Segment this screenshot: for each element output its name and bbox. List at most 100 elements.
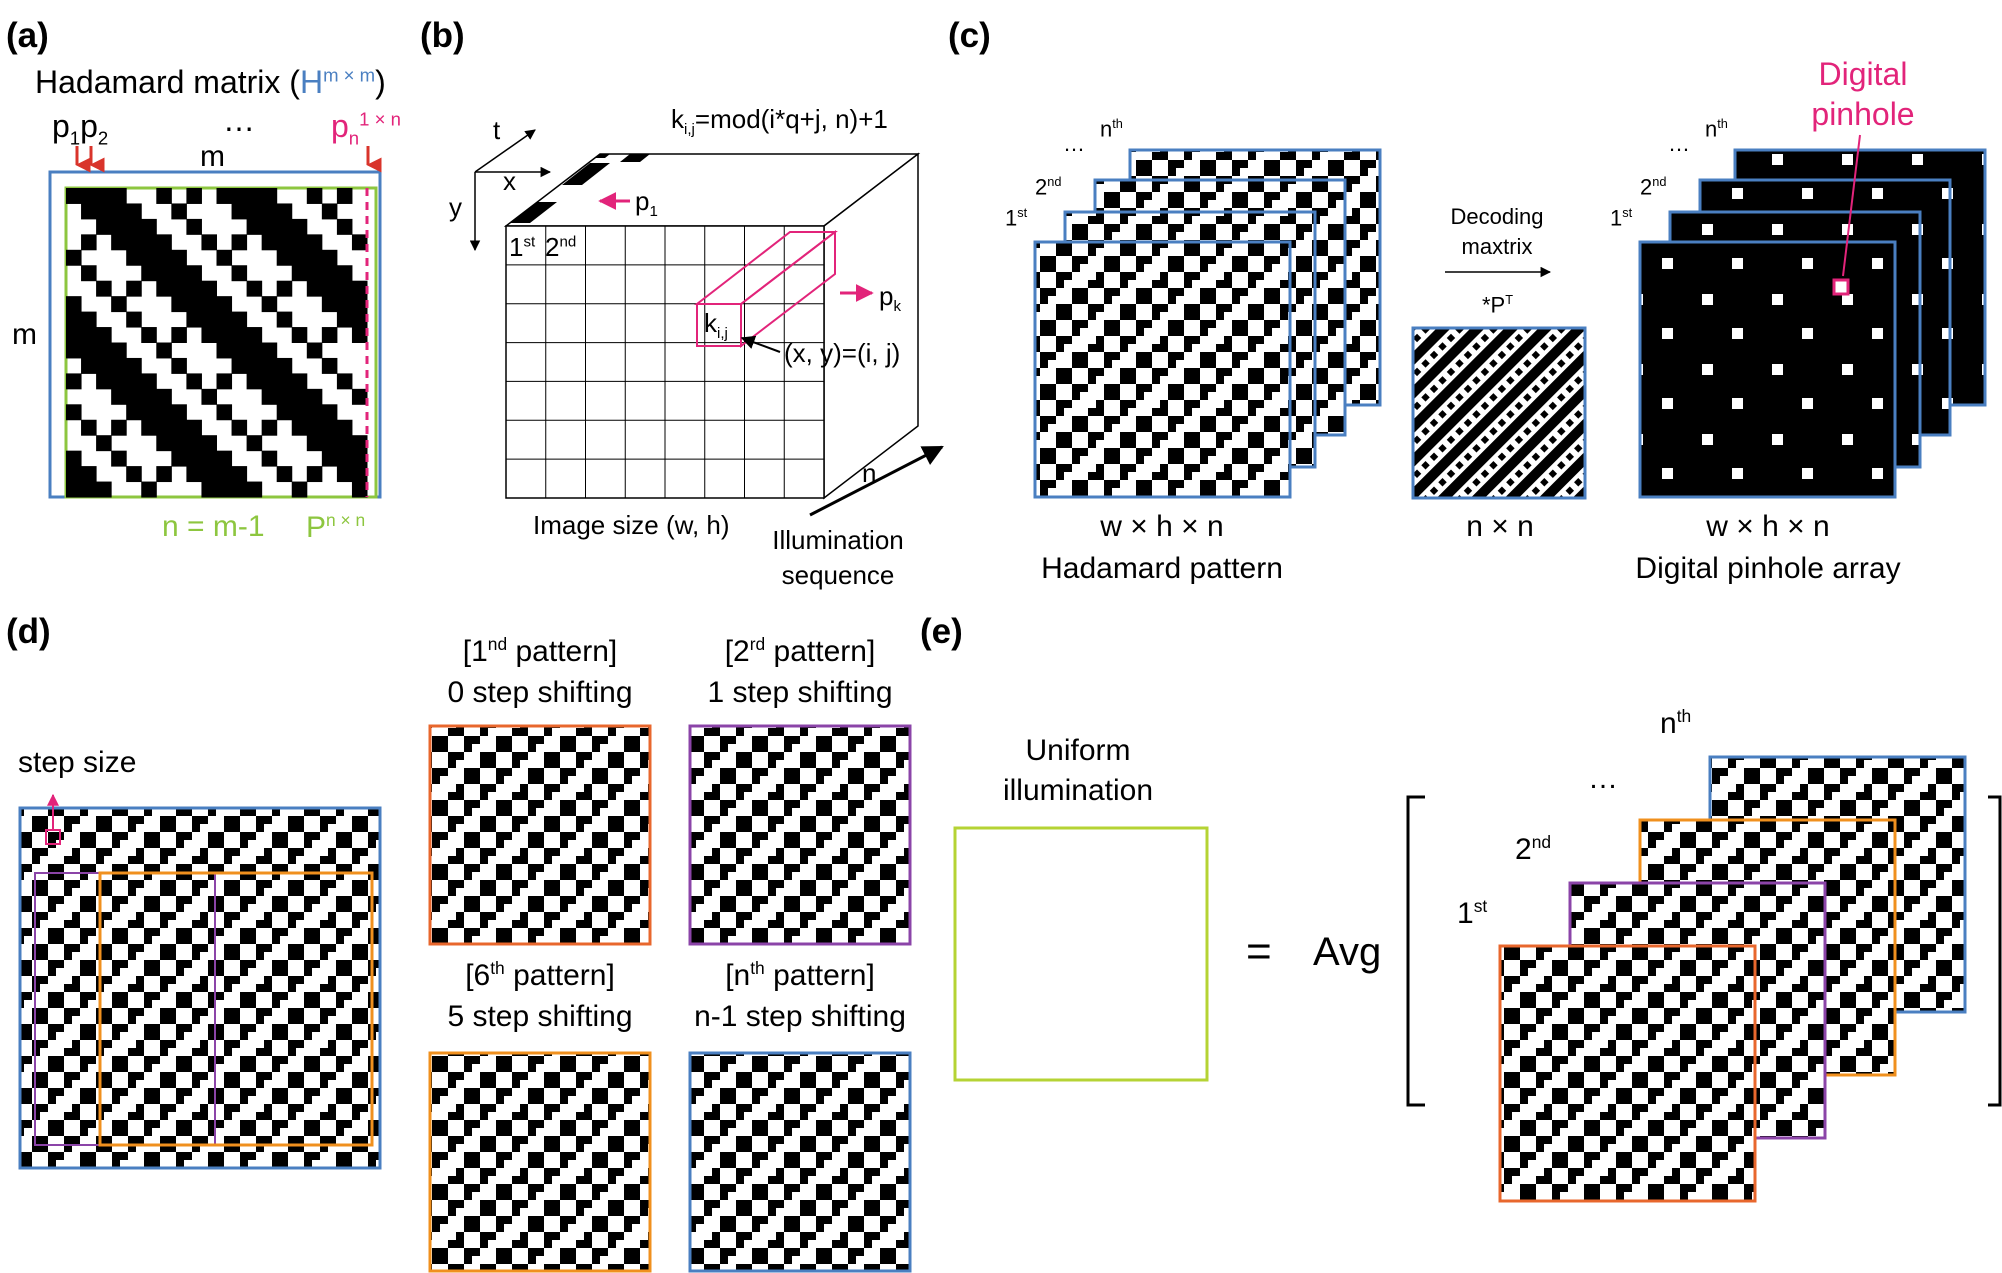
matrix-cell <box>156 188 172 204</box>
c-second-label: 2nd <box>1035 174 1062 200</box>
matrix-cell <box>81 466 97 483</box>
matrix-cell <box>246 203 263 220</box>
pt-label: *PT <box>1482 292 1514 316</box>
matrix-cell <box>216 404 233 421</box>
matrix-cell <box>81 357 97 374</box>
matrix-cell <box>231 265 248 282</box>
matrix-cell <box>261 419 278 436</box>
first-text: 1 <box>509 232 524 262</box>
matrix-cell <box>306 280 323 297</box>
matrix-cell <box>306 188 323 204</box>
second-cell-label: 2nd <box>545 234 576 260</box>
matrix-cell <box>81 188 97 204</box>
matrix-cell <box>246 373 263 390</box>
matrix-cell <box>246 218 263 235</box>
matrix-cell <box>291 218 308 235</box>
e-first-label: 1st <box>1457 897 1487 929</box>
matrix-cell <box>156 280 172 297</box>
matrix-cell <box>141 327 157 343</box>
matrix-cell <box>216 466 233 483</box>
matrix-cell <box>246 188 263 204</box>
b-p1-text: p <box>635 186 650 216</box>
matrix-cell <box>336 218 353 235</box>
p6-a: [6 <box>465 959 491 992</box>
matrix-cell <box>276 388 293 405</box>
pattern-2-title: [2rd pattern] <box>725 634 876 667</box>
matrix-cell <box>186 373 202 390</box>
uniform-illumination-box <box>953 826 1209 1082</box>
matrix-cell <box>231 203 248 220</box>
matrix-cell <box>276 466 293 483</box>
pn-sup: th <box>750 958 765 978</box>
matrix-cell <box>126 466 142 483</box>
xy-coordinate-label: (x, y)=(i, j) <box>784 338 901 368</box>
matrix-cell <box>276 234 293 251</box>
formula-rest: =mod(i*q+j, n)+1 <box>694 104 888 134</box>
matrix-cell <box>321 296 338 313</box>
illumination-label-e: illumination <box>1002 774 1154 807</box>
first-sup: st <box>523 233 536 251</box>
matrix-cell <box>201 481 217 498</box>
c-nth-right-label: nth <box>1705 117 1728 140</box>
matrix-cell <box>261 388 278 405</box>
panel-e-graphic <box>953 755 2002 1203</box>
matrix-cell <box>96 373 112 390</box>
matrix-cell <box>321 404 338 421</box>
m-left-label: m <box>12 318 37 351</box>
pn-label: pn1 × n <box>331 110 401 148</box>
c-second-text: 2 <box>1035 174 1048 200</box>
matrix-cell <box>81 327 97 343</box>
matrix-cell <box>126 373 142 390</box>
diagonal-band-pattern <box>66 188 368 498</box>
panel-a-graphic <box>48 146 382 499</box>
pn-text: p <box>331 108 349 144</box>
matrix-cell <box>321 203 338 220</box>
matrix-cell <box>81 234 97 251</box>
c-first-right-sup: st <box>1622 205 1633 220</box>
matrix-cell <box>231 342 248 359</box>
matrix-cell <box>156 466 172 483</box>
pattern-6-tile <box>428 1051 652 1273</box>
matrix-cell <box>66 404 82 421</box>
matrix-cell <box>351 327 368 343</box>
p6-b: pattern] <box>504 959 615 992</box>
matrix-cell <box>276 373 293 390</box>
matrix-cell <box>171 249 187 266</box>
matrix-cell <box>246 280 263 297</box>
avg-label: Avg <box>1313 930 1382 974</box>
p-text: P <box>306 511 327 544</box>
matrix-cell <box>141 388 157 405</box>
matrix-cell <box>186 466 202 483</box>
averaged-pattern-stack <box>1498 944 1757 1203</box>
matrix-cell <box>186 296 202 313</box>
matrix-cell <box>126 249 142 266</box>
c-second-sup: nd <box>1047 174 1062 189</box>
pinhole-label: pinhole <box>1811 96 1915 132</box>
pk-sub: k <box>893 298 902 316</box>
panel-e-label: (e) <box>920 612 963 651</box>
panel-c-label: (c) <box>948 16 991 55</box>
pk-text: p <box>879 281 894 311</box>
matrix-cell <box>216 311 233 328</box>
hadamard-title: Hadamard matrix (Hm × m) <box>35 66 386 98</box>
illumination-label: Illumination <box>772 525 904 555</box>
pt-sup: T <box>1505 292 1514 307</box>
second-text: 2 <box>545 232 560 262</box>
p2-sup: rd <box>749 634 766 654</box>
step-size-label: step size <box>18 746 137 779</box>
pattern-6-title: [6th pattern] <box>465 959 615 992</box>
matrix-cell <box>141 481 157 498</box>
matrix-cell <box>141 404 157 421</box>
matrix-cell <box>276 280 293 297</box>
matrix-cell <box>126 388 142 405</box>
matrix-cell <box>276 249 293 266</box>
matrix-cell <box>201 280 217 297</box>
matrix-cell <box>291 327 308 343</box>
matrix-cell <box>96 218 112 235</box>
matrix-cell <box>111 203 127 220</box>
matrix-cell <box>351 450 368 467</box>
matrix-cell <box>141 249 157 266</box>
matrix-cell <box>216 249 233 266</box>
matrix-cell <box>66 481 82 498</box>
title-text: Hadamard matrix ( <box>35 64 300 100</box>
